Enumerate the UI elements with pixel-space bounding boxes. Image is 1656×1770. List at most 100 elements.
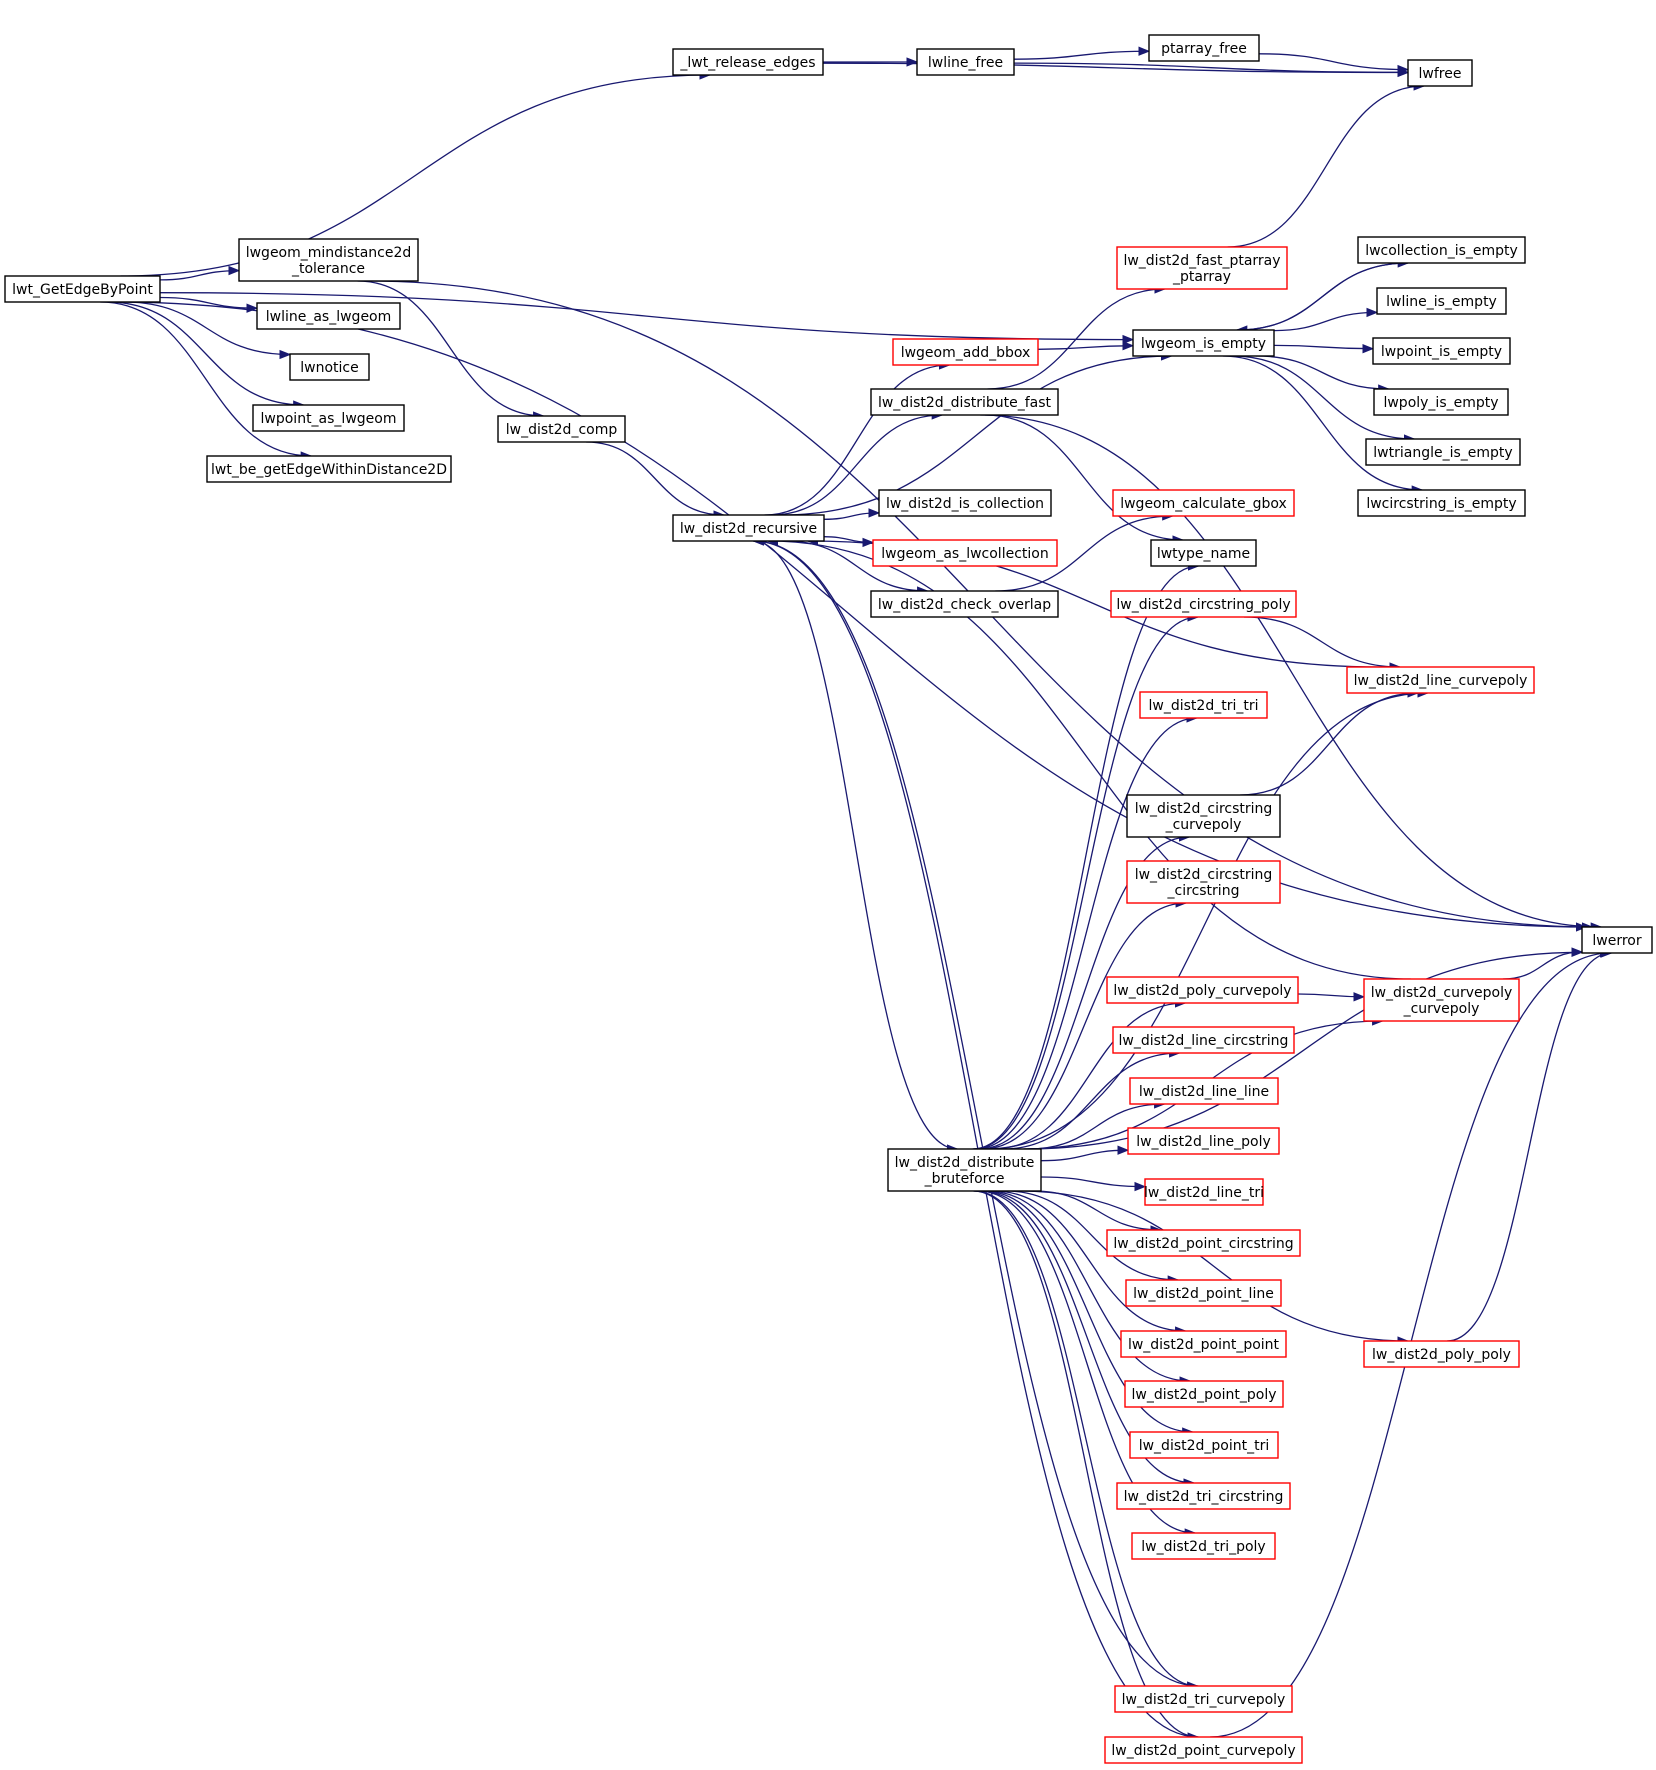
node-lwgeom-as-lwcollection[interactable]: lwgeom_as_lwcollection [872, 539, 1058, 567]
node-lwline-is-empty[interactable]: lwline_is_empty [1376, 287, 1507, 315]
node-lw-dist2d-point-curvepoly[interactable]: lw_dist2d_point_curvepoly [1104, 1736, 1303, 1764]
node-box [1346, 666, 1535, 694]
node-box [872, 539, 1058, 567]
node-lwcollection-is-empty[interactable]: lwcollection_is_empty [1357, 236, 1526, 264]
node-box [887, 1148, 1042, 1192]
edge-lw-dist2d-comp-to-lw-dist2d-recursive [586, 441, 726, 520]
edge-line [1243, 616, 1402, 672]
node-lwpoint-as-lwgeom[interactable]: lwpoint_as_lwgeom [252, 404, 405, 432]
node-label: lwgeom_add_bbox [901, 345, 1031, 361]
node-lwerror[interactable]: lwerror [1581, 926, 1653, 954]
edge-lw-dist2d-fast-ptarray-ptarray-to-lwfree [1227, 81, 1426, 248]
node-lwpoly-is-empty[interactable]: lwpoly_is_empty [1373, 388, 1509, 416]
node-lw-dist2d-comp[interactable]: lw_dist2d_comp [497, 415, 626, 443]
node-lw-dist2d-line-poly[interactable]: lw_dist2d_line_poly [1127, 1127, 1280, 1155]
node-box [1144, 1178, 1264, 1206]
node-box [1110, 590, 1297, 618]
node-lwfree[interactable]: lwfree [1407, 59, 1473, 87]
node-lwline-as-lwgeom[interactable]: lwline_as_lwgeom [256, 302, 401, 330]
node-box [1131, 1532, 1276, 1560]
node-lw-dist2d-distribute-fast[interactable]: lw_dist2d_distribute_fast [870, 388, 1059, 416]
node-lw-dist2d-tri-poly[interactable]: lw_dist2d_tri_poly [1131, 1532, 1276, 1560]
node-lw-dist2d-line-line[interactable]: lw_dist2d_line_line [1129, 1077, 1279, 1105]
node-lwgeom-add-bbox[interactable]: lwgeom_add_bbox [892, 338, 1039, 366]
edge-line [992, 998, 1187, 1150]
node-box [892, 338, 1039, 366]
edge-line [780, 351, 1173, 516]
node-lw-dist2d-is-collection[interactable]: lw_dist2d_is_collection [878, 489, 1052, 517]
node-label: lw_dist2d_is_collection [886, 496, 1044, 512]
node-label: lw_dist2d_recursive [680, 521, 817, 537]
node-lwpoint-is-empty[interactable]: lwpoint_is_empty [1372, 337, 1511, 365]
node-lwt-getedgebypoint[interactable]: lwt_GetEdgeByPoint [4, 275, 161, 303]
edge-lwgeom-is-empty-to-lwpoly-is-empty [1255, 355, 1390, 394]
node-lw-dist2d-circstring-circstring[interactable]: lw_dist2d_circstring_circstring [1126, 860, 1281, 904]
node-lw-dist2d-point-line[interactable]: lw_dist2d_point_line [1125, 1279, 1282, 1307]
edge-lw-dist2d-distribute-bruteforce-to-lw-dist2d-point-point [993, 1190, 1187, 1336]
node-label: lwtriangle_is_empty [1373, 445, 1512, 461]
node-lw-dist2d-point-tri[interactable]: lw_dist2d_point_tri [1129, 1431, 1279, 1459]
edge-line [100, 301, 313, 461]
edge-line [159, 292, 1135, 345]
edge-lw-dist2d-recursive-to-lw-dist2d-is-collection [823, 508, 881, 520]
node-lw-dist2d-circstring-curvepoly[interactable]: lw_dist2d_circstring_curvepoly [1126, 794, 1281, 838]
node-ptarray-free[interactable]: ptarray_free [1148, 34, 1260, 62]
node-lw-dist2d-line-circstring[interactable]: lw_dist2d_line_circstring [1112, 1026, 1295, 1054]
edge-lw-dist2d-distribute-fast-to-lwtype-name [985, 414, 1185, 545]
node-lw-dist2d-distribute-bruteforce[interactable]: lw_dist2d_distribute_bruteforce [887, 1148, 1042, 1192]
edge-line [752, 536, 1199, 1738]
node-box [1120, 1330, 1287, 1358]
node-label: lw_dist2d_tri_tri [1149, 698, 1259, 714]
node-box [206, 455, 452, 483]
node-lw-dist2d-tri-circstring[interactable]: lw_dist2d_tri_circstring [1116, 1482, 1291, 1510]
node-lw-dist2d-tri-tri[interactable]: lw_dist2d_tri_tri [1139, 691, 1268, 719]
node-lwtriangle-is-empty[interactable]: lwtriangle_is_empty [1365, 438, 1521, 466]
node-lwline-free[interactable]: lwline_free [916, 48, 1015, 76]
node-lwgeom-is-empty[interactable]: lwgeom_is_empty [1132, 329, 1275, 357]
edge-line [1232, 355, 1416, 444]
node-box [1150, 539, 1257, 567]
node-lw-dist2d-curvepoly-curvepoly[interactable]: lw_dist2d_curvepoly_curvepoly [1363, 978, 1520, 1022]
node-lw-dist2d-fast-ptarray-ptarray[interactable]: lw_dist2d_fast_ptarray_ptarray [1116, 246, 1288, 290]
node-lw-dist2d-line-tri[interactable]: lw_dist2d_line_tri [1144, 1178, 1264, 1206]
node-label: lwnotice [300, 360, 358, 376]
node-box [1126, 794, 1281, 838]
node-lwgeom-calculate-gbox[interactable]: lwgeom_calculate_gbox [1112, 489, 1295, 517]
node-box [1363, 1340, 1520, 1368]
node-label: lwgeom_mindistance2d [246, 245, 412, 261]
edge-ptarray-free-to-lwfree [1258, 53, 1410, 75]
node-label: lw_dist2d_line_curvepoly [1354, 673, 1528, 689]
edge-line [981, 898, 1188, 1150]
edge-line [1040, 1176, 1147, 1192]
node-lw-dist2d-recursive[interactable]: lw_dist2d_recursive [672, 514, 825, 542]
edge-lwline-free-to-lwfree [1013, 62, 1410, 77]
node-lw-dist2d-tri-curvepoly[interactable]: lw_dist2d_tri_curvepoly [1114, 1685, 1293, 1713]
node-lw-dist2d-poly-curvepoly[interactable]: lw_dist2d_poly_curvepoly [1106, 976, 1299, 1004]
node-lwcircstring-is-empty[interactable]: lwcircstring_is_empty [1357, 489, 1526, 517]
node-lw-dist2d-poly-poly[interactable]: lw_dist2d_poly_poly [1363, 1340, 1520, 1368]
edge-line [1037, 341, 1135, 351]
node-label: lw_dist2d_point_curvepoly [1111, 1743, 1295, 1759]
node-lw-dist2d-point-circstring[interactable]: lw_dist2d_point_circstring [1106, 1229, 1301, 1257]
edge-lw-dist2d-poly-poly-to-lwerror [1446, 948, 1613, 1342]
node-lw-dist2d-check-overlap[interactable]: lw_dist2d_check_overlap [870, 590, 1059, 618]
node-lwtype-name[interactable]: lwtype_name [1150, 539, 1257, 567]
node-lwt-be-getedgewithindistance2d[interactable]: lwt_be_getEdgeWithinDistance2D [206, 455, 452, 483]
node-label: lwcircstring_is_empty [1366, 496, 1516, 512]
edge-line [159, 296, 259, 313]
node-box [1357, 489, 1526, 517]
node-box [1132, 329, 1275, 357]
node-lw-dist2d-line-curvepoly[interactable]: lw_dist2d_line_curvepoly [1346, 666, 1535, 694]
edge-line [1018, 1190, 1409, 1346]
node-lw-dist2d-circstring-poly[interactable]: lw_dist2d_circstring_poly [1110, 590, 1297, 618]
node-lwgeom-mindistance2d-tolerance[interactable]: lwgeom_mindistance2d_tolerance [238, 238, 419, 282]
node-label: lwt_be_getEdgeWithinDistance2D [211, 462, 447, 478]
node-box [672, 514, 825, 542]
node-lw-dist2d-point-poly[interactable]: lw_dist2d_point_poly [1124, 1380, 1284, 1408]
node-box [1372, 337, 1511, 365]
node-lw-dist2d-point-point[interactable]: lw_dist2d_point_point [1120, 1330, 1287, 1358]
edge-lwgeom-add-bbox-to-lwgeom-is-empty [1037, 341, 1135, 351]
edge-line [984, 688, 1430, 1150]
node-lwt-release-edges[interactable]: _lwt_release_edges [672, 48, 824, 76]
node-lwnotice[interactable]: lwnotice [289, 353, 370, 381]
